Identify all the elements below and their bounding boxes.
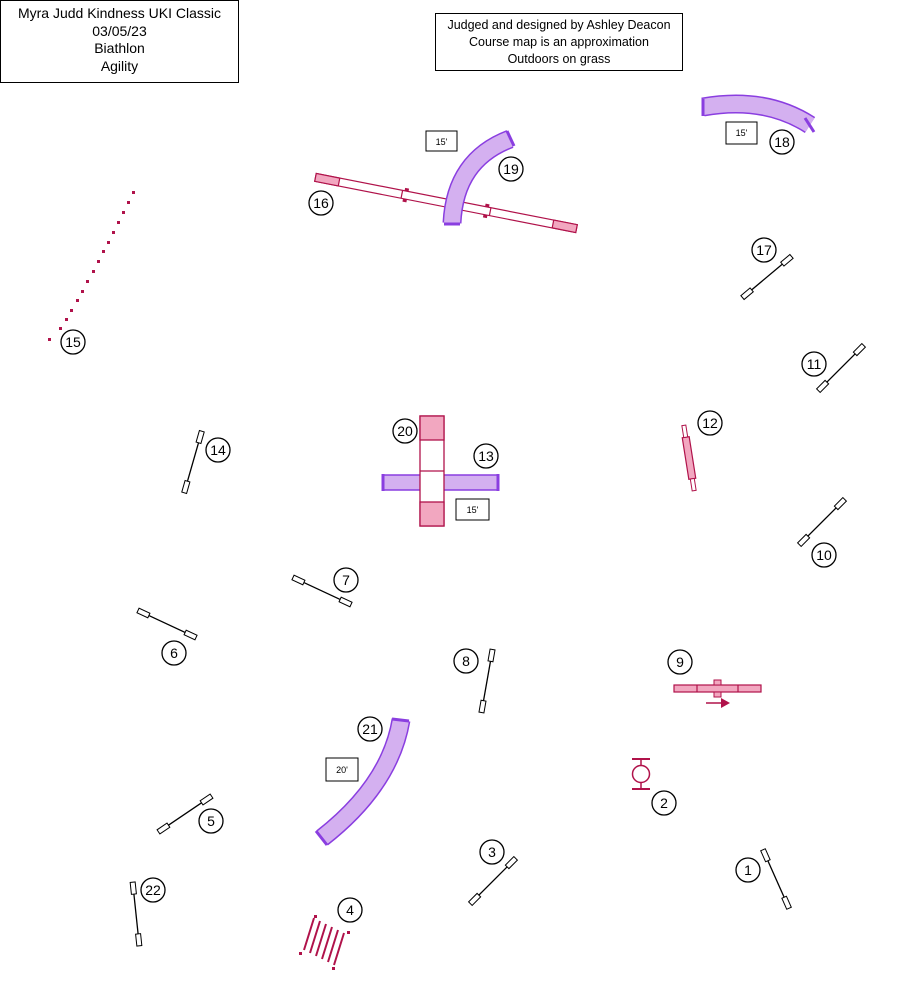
seesaw-9 (673, 679, 762, 708)
number-20: 20 (392, 418, 418, 444)
number-22: 22 (140, 877, 166, 903)
number-15: 15 (60, 329, 86, 355)
number-12: 12 (697, 410, 723, 436)
tunnel-19 (442, 130, 516, 226)
tunnel-19-length-label: 15' (425, 130, 458, 152)
number-1: 1 (735, 857, 761, 883)
number-14: 14 (205, 437, 231, 463)
svg-text:13: 13 (478, 448, 494, 464)
event-class: Biathlon (94, 40, 145, 56)
svg-text:21: 21 (362, 721, 378, 737)
tyre-2 (631, 758, 651, 790)
tunnel-18-length-label: 15' (725, 121, 758, 145)
svg-text:8: 8 (462, 653, 470, 669)
svg-text:15': 15' (436, 137, 448, 147)
svg-text:15: 15 (65, 334, 81, 350)
svg-text:7: 7 (342, 572, 350, 588)
number-18: 18 (769, 129, 795, 155)
event-date: 03/05/23 (92, 22, 147, 39)
tunnel-21 (314, 717, 411, 846)
jump-14 (181, 429, 205, 495)
approximation-note: Course map is an approximation (469, 35, 649, 49)
number-17: 17 (751, 237, 777, 263)
jump-10 (796, 496, 848, 548)
svg-text:3: 3 (488, 844, 496, 860)
a-frame-20 (419, 415, 445, 527)
jump-22 (129, 881, 143, 947)
number-2: 2 (651, 790, 677, 816)
svg-text:9: 9 (676, 654, 684, 670)
svg-text:11: 11 (807, 356, 822, 372)
number-21: 21 (357, 716, 383, 742)
svg-text:4: 4 (346, 902, 354, 918)
number-3: 3 (479, 839, 505, 865)
svg-text:17: 17 (756, 242, 772, 258)
number-5: 5 (198, 808, 224, 834)
svg-text:6: 6 (170, 645, 178, 661)
number-16: 16 (308, 190, 334, 216)
svg-text:16: 16 (313, 195, 329, 211)
event-discipline: Agility (100, 57, 139, 74)
number-9: 9 (667, 649, 693, 675)
tunnel-21-length-label: 20' (325, 757, 359, 782)
svg-text:5: 5 (207, 813, 215, 829)
jump-12 (681, 424, 697, 492)
svg-text:18: 18 (774, 134, 790, 150)
svg-text:22: 22 (145, 882, 161, 898)
svg-text:20: 20 (397, 423, 413, 439)
number-8: 8 (453, 648, 479, 674)
svg-text:2: 2 (660, 795, 668, 811)
jump-1 (760, 848, 792, 910)
judge-info-box: Judged and designed by Ashley Deacon Cou… (435, 13, 683, 71)
svg-text:20': 20' (336, 765, 348, 775)
course-info-box: Myra Judd Kindness UKI Classic 03/05/23 … (0, 0, 239, 83)
judge-line: Judged and designed by Ashley Deacon (447, 18, 671, 32)
svg-text:10: 10 (816, 547, 832, 563)
number-11: 11 (801, 351, 827, 377)
event-title: Myra Judd Kindness UKI Classic (17, 5, 222, 21)
svg-text:15': 15' (736, 128, 748, 138)
jump-8 (478, 648, 496, 714)
number-13: 13 (473, 443, 499, 469)
number-6: 6 (161, 640, 187, 666)
weave-poles-15 (48, 191, 135, 341)
svg-text:14: 14 (210, 442, 226, 458)
number-19: 19 (498, 156, 524, 182)
number-10: 10 (811, 542, 837, 568)
surface-note: Outdoors on grass (507, 52, 611, 66)
number-4: 4 (337, 897, 363, 923)
svg-text:1: 1 (744, 862, 752, 878)
svg-text:15': 15' (467, 505, 479, 515)
tunnel-18 (701, 94, 816, 134)
svg-text:19: 19 (503, 161, 519, 177)
long-jump-4 (299, 915, 350, 970)
tunnel-13-length-label: 15' (455, 498, 490, 521)
jump-6 (136, 607, 198, 641)
svg-text:12: 12 (702, 415, 718, 431)
number-7: 7 (333, 567, 359, 593)
